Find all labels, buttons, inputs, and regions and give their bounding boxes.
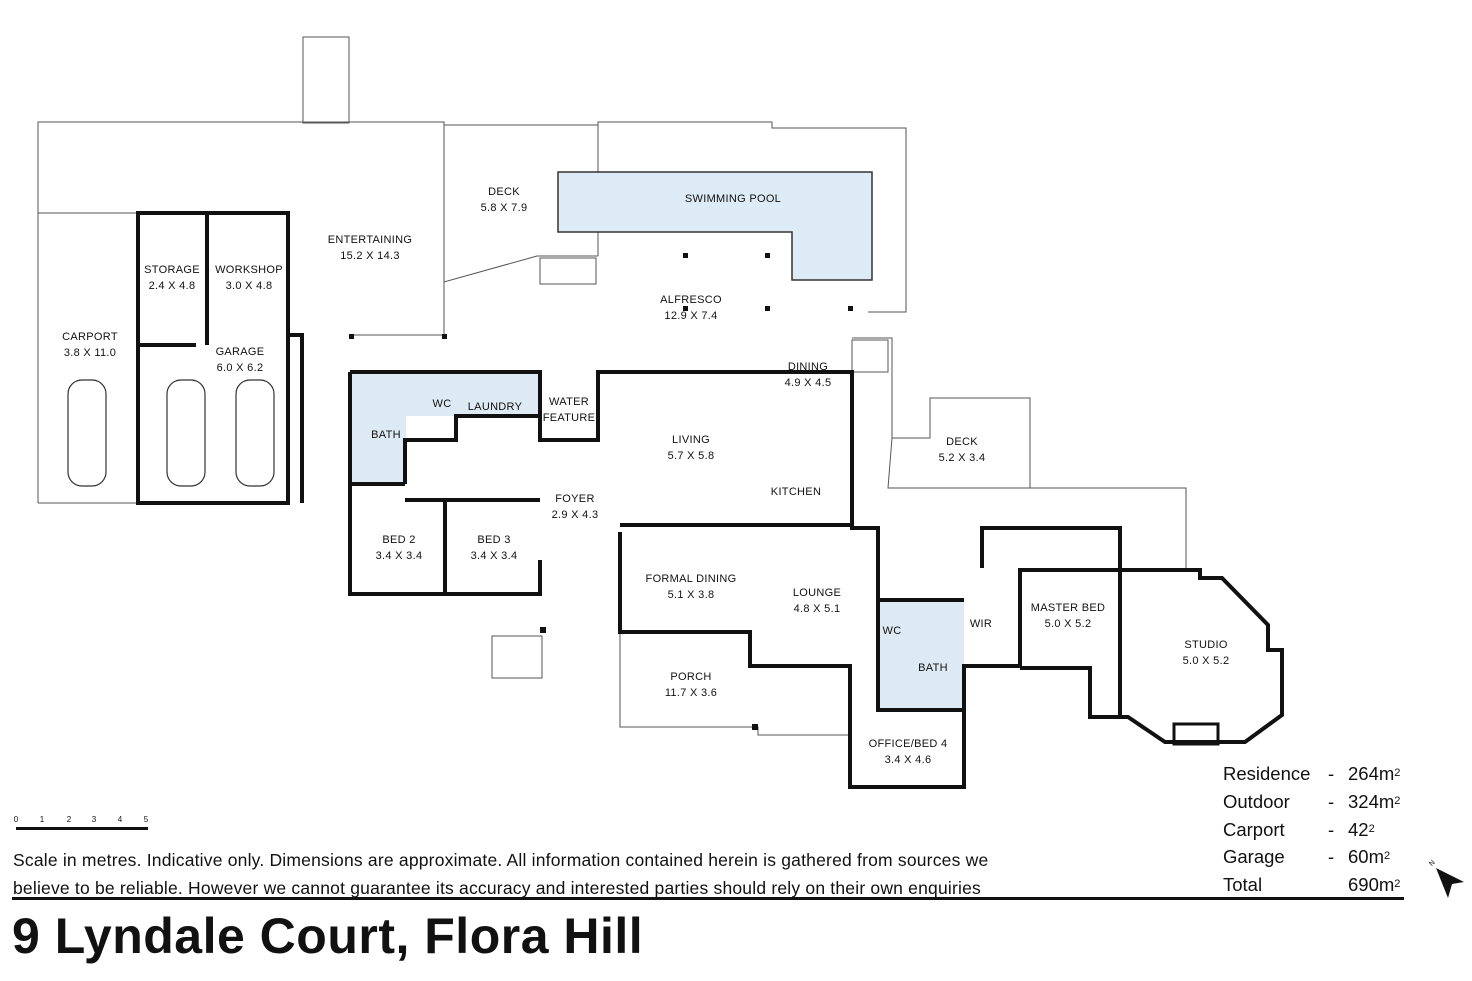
- scale-tick: 5: [143, 815, 149, 824]
- room-bath-2: BATH: [918, 662, 948, 674]
- north-arrow-icon: N: [1428, 858, 1468, 903]
- floor-plan: [37, 36, 1284, 789]
- disclaimer: Scale in metres. Indicative only. Dimens…: [13, 846, 988, 902]
- scale-bar: 0 1 2 3 4 5: [13, 815, 149, 831]
- posts: [349, 253, 1220, 746]
- room-wc-2: WC: [882, 625, 902, 637]
- outdoor-outlines: [37, 36, 1187, 736]
- room-kitchen: KITCHEN: [770, 486, 822, 498]
- scale-tick: 4: [117, 815, 123, 824]
- scale-tick: 3: [91, 815, 97, 824]
- cars: [67, 379, 275, 487]
- property-title: 9 Lyndale Court, Flora Hill: [12, 908, 644, 964]
- scale-tick: 1: [39, 815, 45, 824]
- room-wc: WC: [432, 398, 452, 410]
- swimming-pool: [557, 171, 873, 281]
- disclaimer-line: Scale in metres. Indicative only. Dimens…: [13, 850, 989, 870]
- room-bath: BATH: [371, 429, 401, 441]
- disclaimer-line: believe to be reliable. However we canno…: [13, 878, 981, 898]
- room-laundry: LAUNDRY: [467, 401, 523, 413]
- divider: [12, 897, 1404, 900]
- walls: [136, 211, 1284, 789]
- scale-tick: 2: [66, 815, 72, 824]
- room-wir: WIR: [969, 618, 993, 630]
- room-swimming-pool: SWIMMING POOL: [684, 193, 782, 205]
- scale-tick: 0: [13, 815, 19, 824]
- wet-areas: [350, 372, 964, 710]
